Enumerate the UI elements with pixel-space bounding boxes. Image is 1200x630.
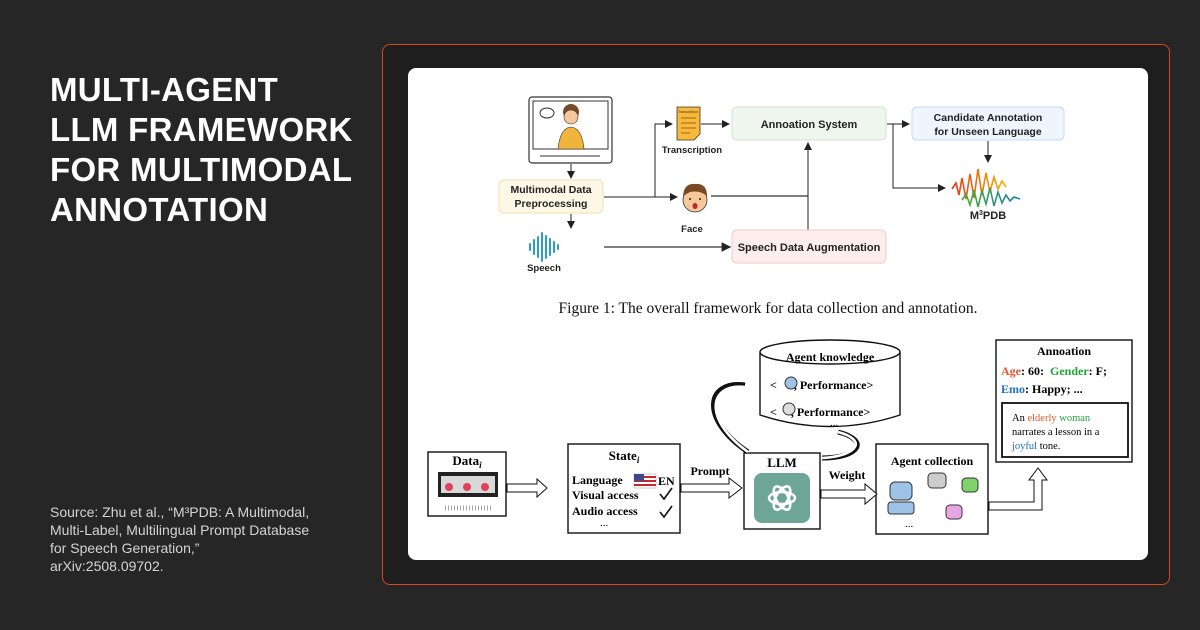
candidate-annotation-box xyxy=(911,106,1065,141)
preprocessing-box xyxy=(498,179,604,214)
agent-collection-title: Agent collection xyxy=(891,454,974,468)
video-film-strip xyxy=(438,472,498,511)
annotation-attrs: Age: 60:Gender: F; xyxy=(1001,364,1107,378)
us-flag-icon xyxy=(633,473,657,489)
data-title: Datai xyxy=(452,453,482,470)
state-row-audio: Audio access xyxy=(572,504,638,518)
agent-collection-more: ... xyxy=(905,518,914,530)
robot-blue-icon xyxy=(889,481,913,501)
video-icon xyxy=(528,96,613,164)
robot-gray-icon xyxy=(927,472,947,489)
annotation-caption: An elderly woman xyxy=(1012,413,1091,424)
agent-robots xyxy=(887,472,979,520)
annotation-caption: narrates a lesson in a xyxy=(1012,427,1100,438)
candidate-label: for Unseen Language xyxy=(934,126,1042,138)
knowledge-title: Agent knowledge xyxy=(786,350,875,364)
annotation-title: Annoation xyxy=(1037,344,1091,358)
state-box xyxy=(567,443,681,534)
prompt-label: Prompt xyxy=(690,464,729,478)
knowledge-more: ... xyxy=(830,417,839,429)
knowledge-row: < , Performance> xyxy=(770,378,873,392)
chatgpt-logo-icon xyxy=(754,473,810,523)
openai-knot-icon xyxy=(767,485,797,511)
check-icon xyxy=(659,505,673,519)
m3pdb-waveform-icon xyxy=(951,168,1021,208)
m3pdb-label: M3PDB xyxy=(970,210,1006,222)
annotation-caption-box xyxy=(1001,402,1129,458)
speech-label: Speech xyxy=(527,263,561,274)
robot-agent-icon xyxy=(782,402,796,416)
headline-line: LLM FRAMEWORK xyxy=(50,111,353,148)
annotation-emotion: Emo: Happy; ... xyxy=(1001,382,1083,396)
robot-purple-icon xyxy=(945,504,963,520)
speech-augmentation-label: Speech Data Augmentation xyxy=(738,242,881,254)
state-row-visual: Visual access xyxy=(572,488,639,502)
arrow-prompt xyxy=(680,476,743,500)
transcription-doc-title: Transcription xyxy=(678,110,698,114)
weight-label: Weight xyxy=(829,468,866,482)
speech-augmentation-box xyxy=(731,229,887,264)
robot-green-icon xyxy=(961,477,979,493)
preprocessing-label: Preprocessing xyxy=(515,198,588,210)
preprocessing-label: Multimodal Data xyxy=(510,184,591,196)
llm-title: LLM xyxy=(767,455,797,470)
face-icon xyxy=(682,183,708,213)
check-icon xyxy=(659,487,673,501)
state-row-language: Language xyxy=(572,473,623,487)
figure1-caption: Figure 1: The overall framework for data… xyxy=(559,300,978,317)
transcription-doc-icon: Transcription xyxy=(676,106,701,141)
arrow-weight xyxy=(820,482,878,506)
face-label: Face xyxy=(681,224,703,235)
robot-agent-icon xyxy=(784,376,798,390)
speech-waveform-icon xyxy=(529,232,559,262)
headline-line: FOR MULTIMODAL xyxy=(50,151,353,188)
arrow-data-to-state xyxy=(506,477,548,499)
arrow-to-annotation xyxy=(988,467,1048,511)
state-language-code: EN xyxy=(658,474,675,488)
transcription-label: Transcription xyxy=(662,145,722,156)
annotation-system-box xyxy=(731,106,887,141)
annotation-system-label: Annoation System xyxy=(761,119,858,131)
figure-svg: Multimodal Data Preprocessing Speech Tra… xyxy=(427,96,1133,535)
headline: MULTI-AGENT LLM FRAMEWORK FOR MULTIMODAL… xyxy=(50,70,370,230)
knowledge-row: <, Performance> xyxy=(770,405,870,419)
state-row-more: ... xyxy=(600,517,609,529)
figure-panel: Multimodal Data Preprocessing Speech Tra… xyxy=(408,68,1148,560)
state-title: Statei xyxy=(609,448,640,465)
annotation-caption: joyful tone. xyxy=(1011,441,1060,452)
candidate-label: Candidate Annotation xyxy=(934,112,1043,124)
source-citation: Source: Zhu et al., “M³PDB: A Multimodal… xyxy=(50,504,310,574)
headline-line: MULTI-AGENT xyxy=(50,71,279,108)
loop-arrow-to-llm xyxy=(821,429,860,461)
headline-line: ANNOTATION xyxy=(50,191,269,228)
